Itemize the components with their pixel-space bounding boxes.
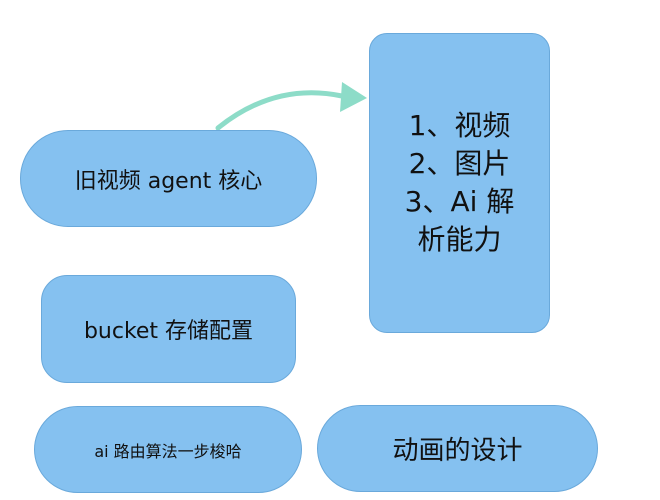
capability-line-3: 3、Ai 解 xyxy=(404,185,515,218)
connector-arrow-head xyxy=(340,82,367,112)
node-ai-routing-label: ai 路由算法一步梭哈 xyxy=(94,441,242,461)
node-bucket-label: bucket 存储配置 xyxy=(83,319,254,344)
capability-line-4: 析能力 xyxy=(417,223,502,256)
node-bucket-storage-config[interactable]: bucket 存储配置 xyxy=(41,275,296,383)
node-capabilities[interactable]: 1、视频 2、图片 3、Ai 解 析能力 xyxy=(369,33,550,333)
node-legacy-label: 旧视频 agent 核心 xyxy=(74,168,263,194)
node-animation-label: 动画的设计 xyxy=(392,436,523,466)
capability-line-1: 1、视频 xyxy=(408,109,511,142)
node-animation-design[interactable]: 动画的设计 xyxy=(317,405,598,492)
node-ai-routing-algorithm[interactable]: ai 路由算法一步梭哈 xyxy=(34,406,302,493)
capability-line-2: 2、图片 xyxy=(408,147,511,180)
node-legacy-video-agent-core[interactable]: 旧视频 agent 核心 xyxy=(20,130,317,227)
connector-arrow-path xyxy=(215,90,345,131)
